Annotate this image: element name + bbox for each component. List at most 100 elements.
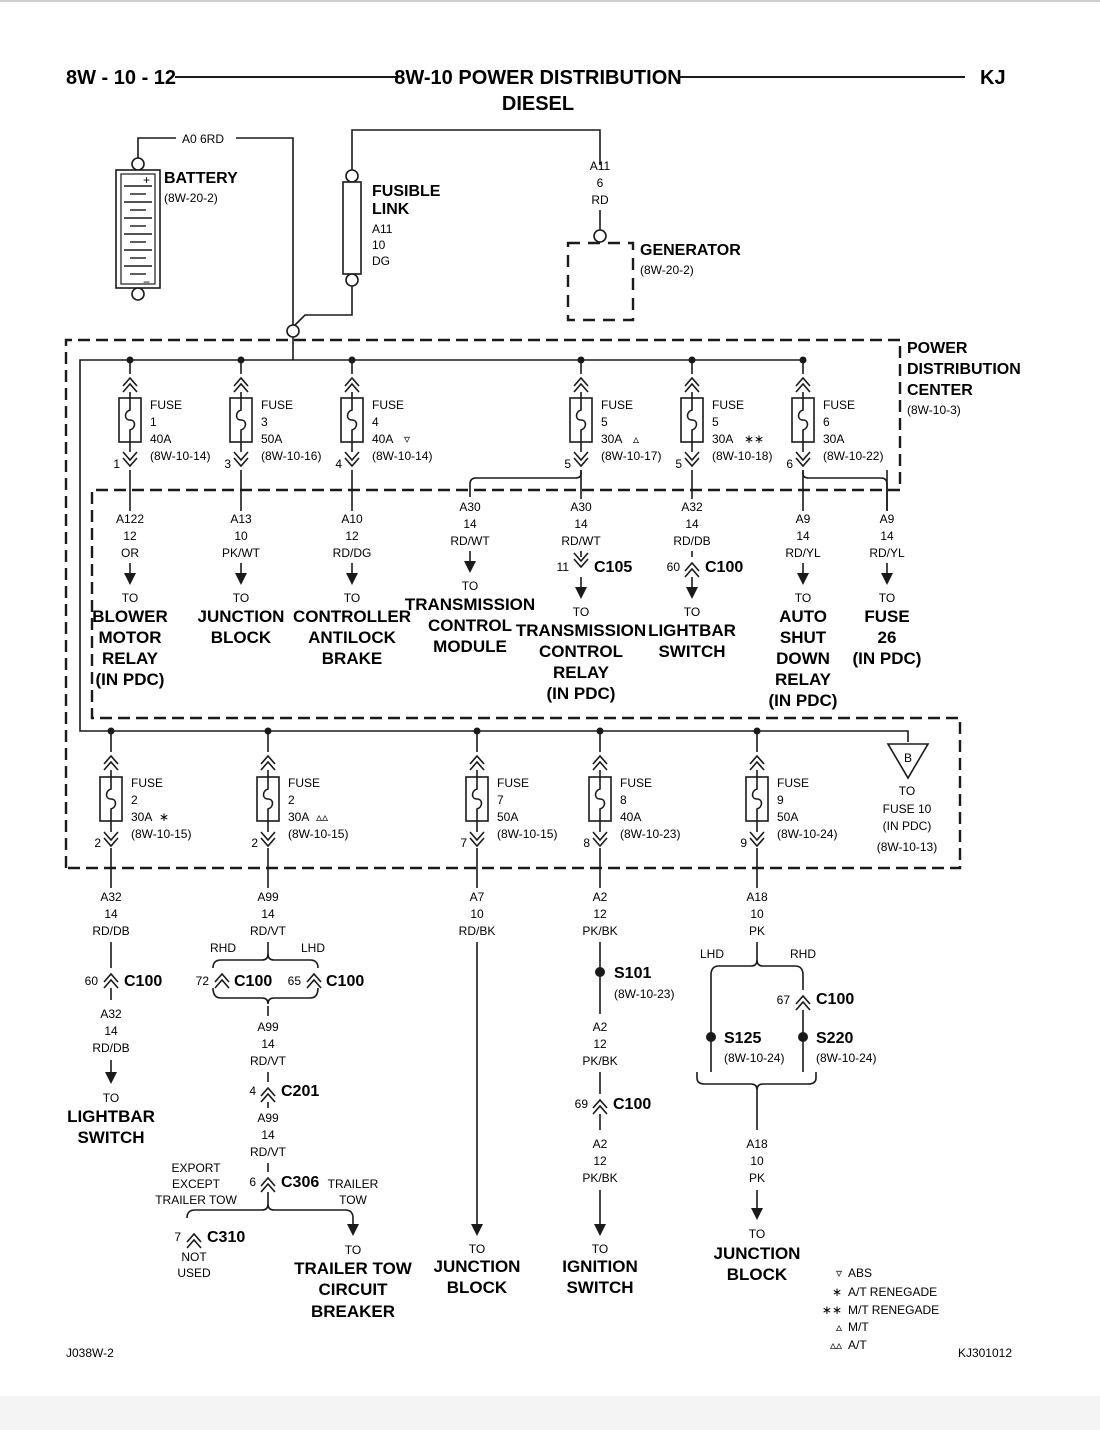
col2-pin-c: 4 <box>249 1084 256 1098</box>
bottom-fuse-1-label: FUSE <box>131 776 163 790</box>
top-output-2-circuit: A13 <box>230 512 252 526</box>
bottom-fuse-5-label: FUSE <box>777 776 809 790</box>
top-fuse-4-mark: ▵ <box>633 432 639 446</box>
page-title: 8W-10 POWER DISTRIBUTION <box>394 67 681 89</box>
top-output-2-dest-1: JUNCTION <box>198 607 285 626</box>
offpage-connector-b: B TO FUSE 10 (IN PDC) (8W-10-13) <box>877 743 937 854</box>
col4-circuit: A2 <box>593 890 608 904</box>
col4-color: PK/BK <box>582 924 617 938</box>
col3-color: RD/BK <box>459 924 496 938</box>
top-output-5-to: TO <box>573 605 589 619</box>
pdc-ref: (8W-10-3) <box>907 403 961 417</box>
legend-sym-1: ▿ <box>836 1266 842 1280</box>
top-output-3-dest-1: CONTROLLER <box>293 607 411 626</box>
top-output-8-gauge: 14 <box>880 529 894 543</box>
pdc-label-2: DISTRIBUTION <box>907 361 1021 378</box>
top-output-4-gauge: 14 <box>463 517 477 531</box>
top-fuse-2-ref: (8W-10-16) <box>261 449 321 463</box>
generator: A11 6 RD GENERATOR (8W-20-2) <box>566 159 741 322</box>
offpage-letter: B <box>904 751 912 765</box>
top-fuse-3-pin: 4 <box>335 457 342 471</box>
footer-right: KJ301012 <box>958 1346 1012 1360</box>
top-fuse-6-ref: (8W-10-22) <box>823 449 883 463</box>
top-output-2-dest-2: BLOCK <box>211 628 272 647</box>
bottom-fuse-5-pin: 9 <box>740 836 747 850</box>
top-output-1-dest-3: RELAY <box>102 649 159 668</box>
col2-color: RD/VT <box>250 924 287 938</box>
fusible-link-color: DG <box>372 254 390 268</box>
battery-plus: + <box>143 173 150 187</box>
legend-text-1: ABS <box>848 1266 872 1280</box>
bottom-fuse-row: FUSE230A∗(8W-10-15)2FUSE230A▵▵(8W-10-15)… <box>94 727 837 888</box>
col5-ref-l: (8W-10-24) <box>724 1051 784 1065</box>
offpage-to: TO <box>899 784 915 798</box>
fusible-link-label1: FUSIBLE <box>372 183 441 200</box>
top-fuse-6-pin: 6 <box>786 457 793 471</box>
legend-sym-3: ∗∗ <box>822 1303 842 1317</box>
bottom-fuse-4-number: 8 <box>620 793 627 807</box>
legend-text-5: A/T <box>848 1338 867 1352</box>
top-output-1-color: OR <box>121 546 139 560</box>
top-output-4-to: TO <box>462 579 478 593</box>
col1-gauge: 14 <box>104 907 118 921</box>
col4-to: TO <box>592 1242 608 1256</box>
bottom-fuse-4-amp: 40A <box>620 810 641 824</box>
top-output-1-dest-1: BLOWER <box>92 607 168 626</box>
top-output-7-dest-2: SHUT <box>780 628 827 647</box>
top-output-7-gauge: 14 <box>796 529 810 543</box>
col5-gauge2: 10 <box>750 1154 764 1168</box>
top-fuse-5-mark: ∗∗ <box>744 432 764 446</box>
generator-circuit: A11 <box>590 159 611 173</box>
bottom-fuse-2-label: FUSE <box>288 776 320 790</box>
fusible-link-circuit: A11 <box>372 222 393 236</box>
top-output-4-dest-3: MODULE <box>433 637 507 656</box>
top-output-1-dest-4: (IN PDC) <box>96 670 165 689</box>
top-fuse-3-ref: (8W-10-14) <box>372 449 432 463</box>
col5-circuit: A18 <box>746 890 768 904</box>
top-fuse-4-label: FUSE <box>601 398 633 412</box>
col3-circuit: A7 <box>470 890 485 904</box>
legend-sym-4: ▵ <box>836 1320 842 1334</box>
bottom-fuse-3-ref: (8W-10-15) <box>497 827 557 841</box>
bottom-fuse-4-ref: (8W-10-23) <box>620 827 680 841</box>
offpage-line2: (IN PDC) <box>883 819 932 833</box>
top-output-7-to: TO <box>795 591 811 605</box>
legend-text-4: M/T <box>848 1320 869 1334</box>
generator-ref: (8W-20-2) <box>640 263 694 277</box>
col1-dest-1: LIGHTBAR <box>67 1107 155 1126</box>
top-output-3-gauge: 12 <box>345 529 359 543</box>
top-fuse-1-pin: 1 <box>113 457 120 471</box>
col5-conn: C100 <box>816 991 854 1008</box>
col2-gauge: 14 <box>261 907 275 921</box>
battery-ref: (8W-20-2) <box>164 191 218 205</box>
col2-pin-e: 7 <box>174 1230 181 1244</box>
pdc-box: POWER DISTRIBUTION CENTER (8W-10-3) <box>64 324 1021 870</box>
bottom-fuse-2-pin: 2 <box>251 836 258 850</box>
top-output-6-color: RD/DB <box>673 534 710 548</box>
bottom-fuse-4-pin: 8 <box>583 836 590 850</box>
col1-circuit: A32 <box>100 890 122 904</box>
col1-color: RD/DB <box>92 924 129 938</box>
top-fuse-3-number: 4 <box>372 415 379 429</box>
col2-circuit2: A99 <box>257 1020 279 1034</box>
col5-rhd: RHD <box>790 947 816 961</box>
top-output-1-circuit: A122 <box>116 512 144 526</box>
top-border <box>0 0 1100 2</box>
top-output-8-circuit: A9 <box>880 512 895 526</box>
bottom-fuse-3-amp: 50A <box>497 810 518 824</box>
top-fuse-6-label: FUSE <box>823 398 855 412</box>
top-fuse-2-amp: 50A <box>261 432 282 446</box>
top-fuse-4-ref: (8W-10-17) <box>601 449 661 463</box>
top-output-7-dest-3: DOWN <box>776 649 830 668</box>
top-output-8-color: RD/YL <box>869 546 905 560</box>
top-output-5-pin: 11 <box>557 560 570 574</box>
top-fuse-5-label: FUSE <box>712 398 744 412</box>
